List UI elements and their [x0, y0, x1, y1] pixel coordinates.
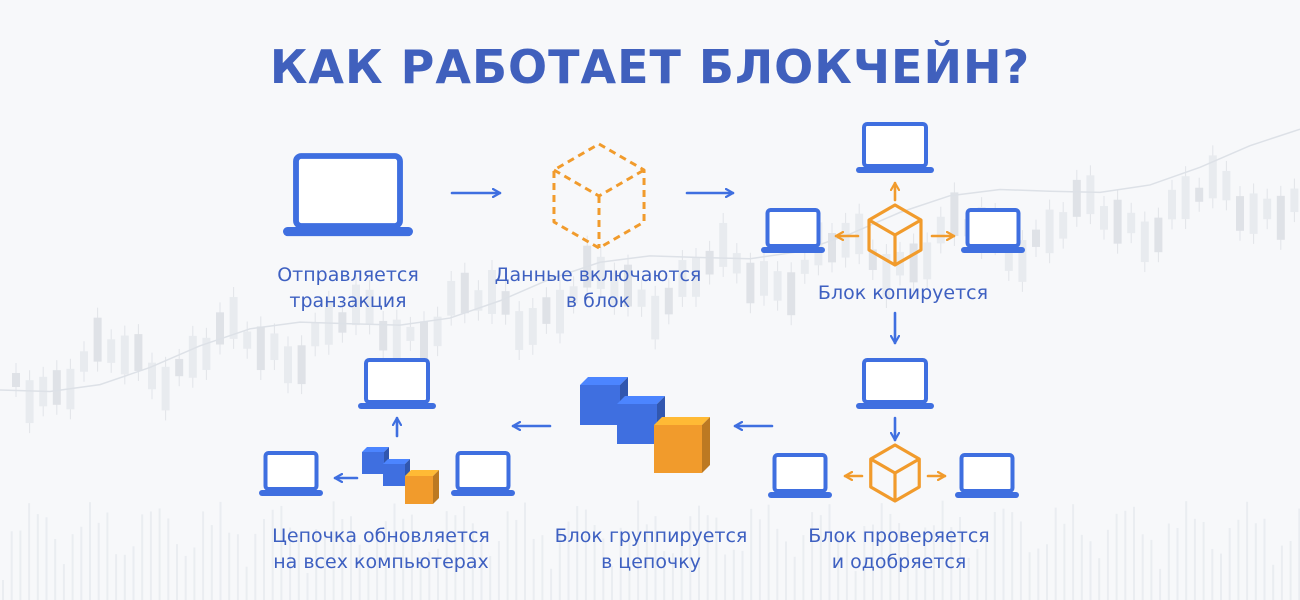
laptop-icon — [259, 451, 323, 496]
laptop-icon — [856, 358, 934, 409]
volume-bars — [2, 500, 1300, 600]
laptop-icon — [283, 153, 413, 237]
cube-icon — [867, 203, 923, 267]
laptop-icon — [761, 208, 825, 253]
laptop-icon — [768, 453, 832, 498]
dashed-cube-icon — [552, 142, 646, 250]
laptop-icon — [856, 122, 934, 173]
orange-block-icon — [405, 470, 439, 504]
cube-icon — [869, 443, 921, 503]
page-title: КАК РАБОТАЕТ БЛОКЧЕЙН? — [269, 40, 1031, 94]
orange-block-icon — [654, 417, 710, 473]
laptop-icon — [451, 451, 515, 496]
step-3-caption: Блок копируется — [817, 282, 989, 304]
laptop-icon — [358, 358, 436, 409]
laptop-icon — [955, 453, 1019, 498]
laptop-icon — [961, 208, 1025, 253]
